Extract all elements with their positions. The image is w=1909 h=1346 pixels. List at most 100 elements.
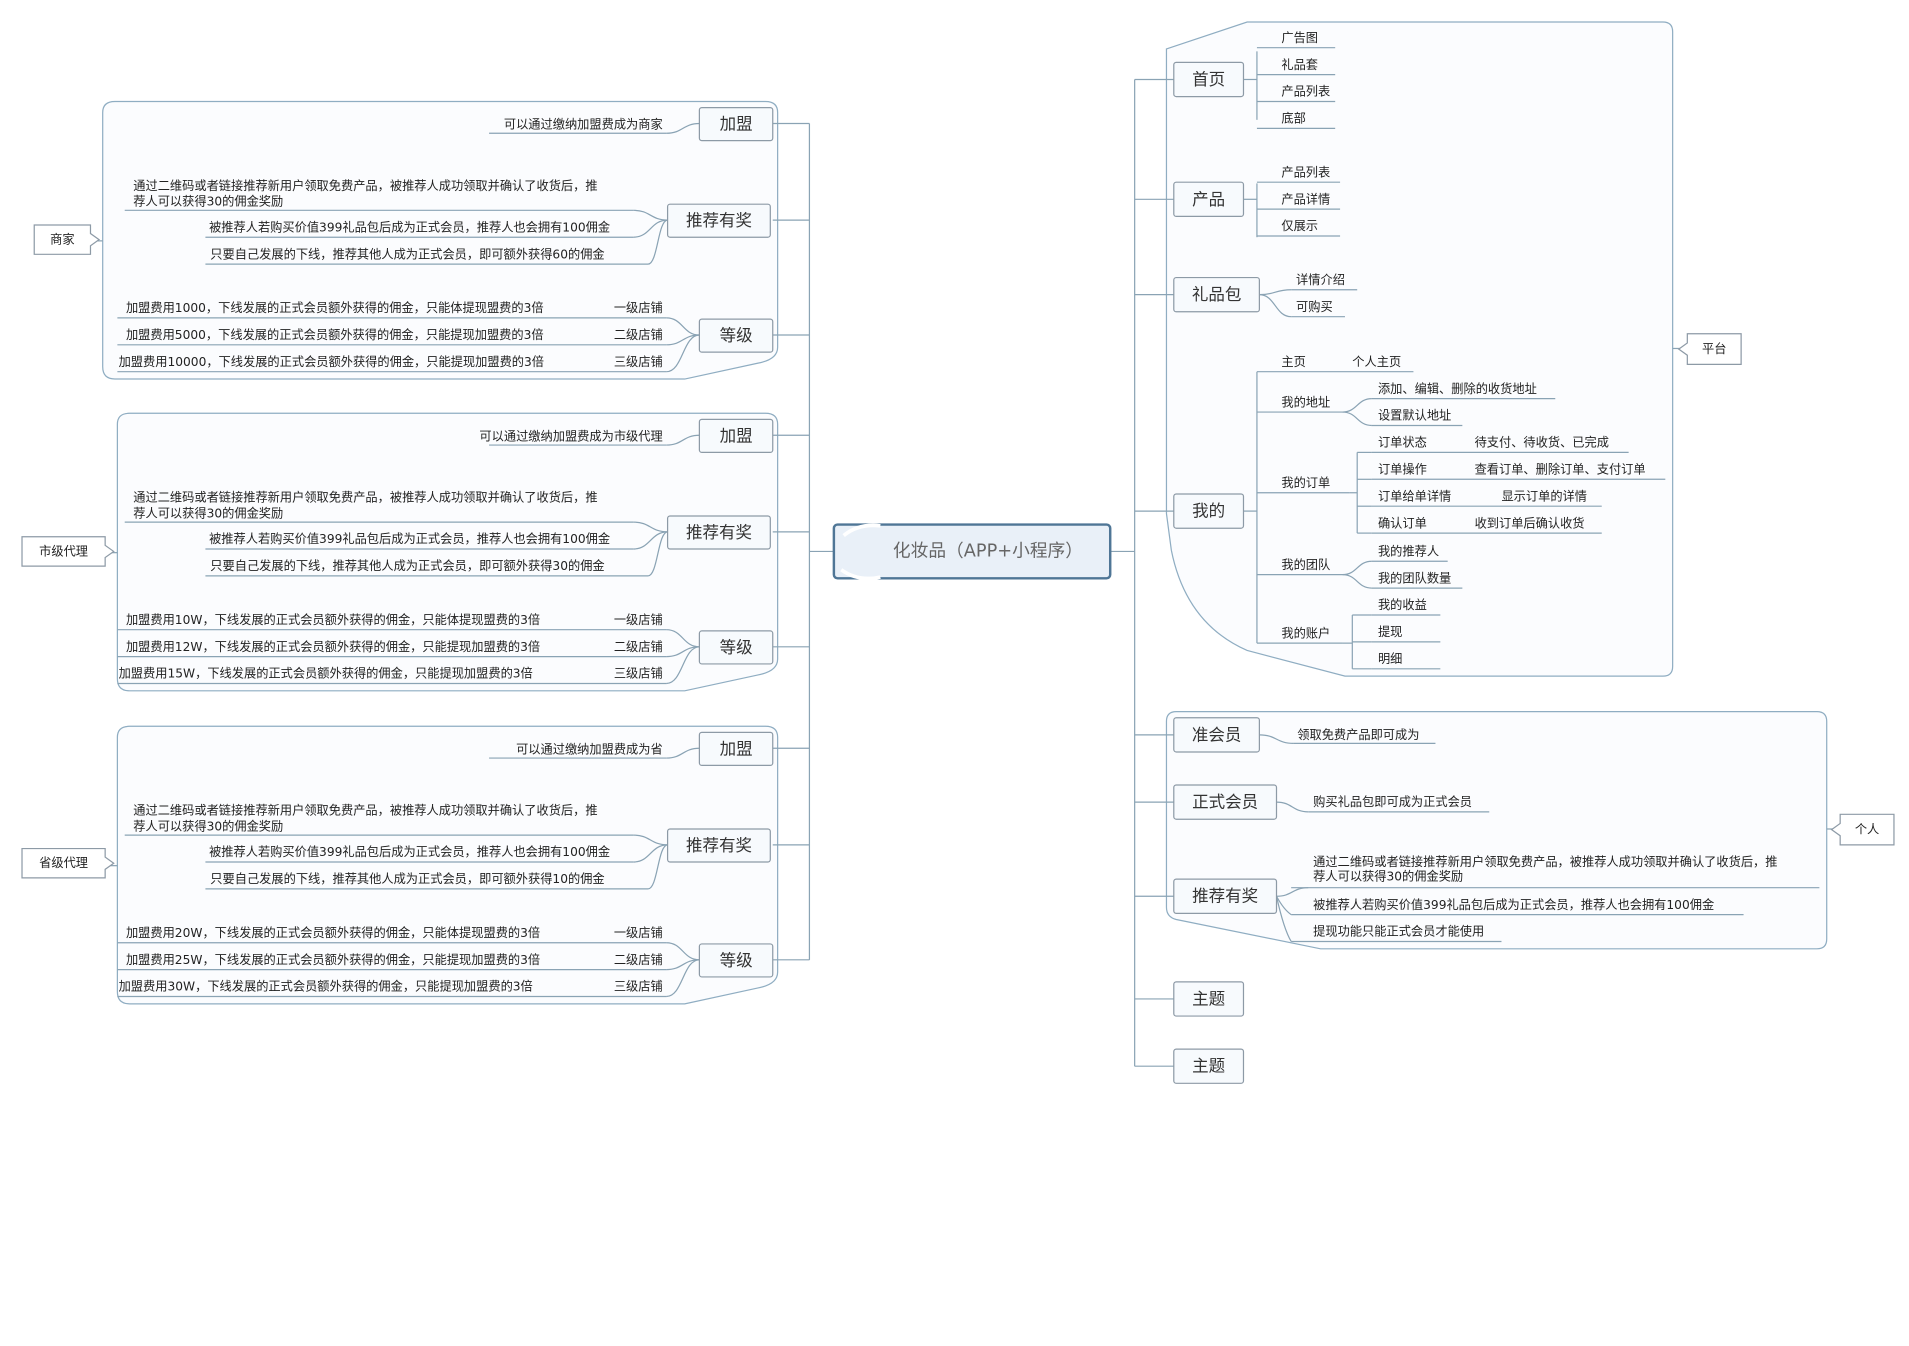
merchant-reward-node[interactable]: 推荐有奖 xyxy=(666,203,771,238)
city-agent-tag-label: 市级代理 xyxy=(39,543,88,558)
pre-member-node-label: 准会员 xyxy=(1192,725,1242,744)
personal-tag[interactable]: 个人 xyxy=(1830,813,1895,846)
home-leaf-3[interactable]: 产品列表 xyxy=(1281,85,1330,99)
mindmap-svg: 化妆品（APP+小程序）加盟可以通过缴纳加盟费成为商家推荐有奖通过二维码或者链接… xyxy=(21,21,1895,1084)
central-topic[interactable]: 化妆品（APP+小程序） xyxy=(832,523,1112,581)
referral-node[interactable]: 推荐有奖 xyxy=(1173,878,1278,914)
home-leaf-1[interactable]: 广告图 xyxy=(1281,31,1318,45)
province-agent-reward-node[interactable]: 推荐有奖 xyxy=(666,828,771,863)
merchant-tag-label: 商家 xyxy=(50,232,74,247)
full-member-note-edge xyxy=(1276,801,1309,813)
merchant-level-shop-2: 二级店铺 xyxy=(614,328,663,342)
mine-account-label[interactable]: 我的账户 xyxy=(1281,625,1330,640)
province-agent-tag[interactable]: 省级代理 xyxy=(21,847,115,879)
merchant-reward-node-box xyxy=(666,203,771,238)
province-agent-join-note-edge xyxy=(666,747,700,759)
province-agent-join-node-label: 加盟 xyxy=(720,739,753,758)
mine-homepage-label[interactable]: 主页 xyxy=(1281,355,1305,369)
account-leaf-1[interactable]: 我的收益 xyxy=(1378,597,1427,612)
home-node-box xyxy=(1173,61,1245,98)
order-key-4[interactable]: 确认订单 xyxy=(1378,516,1427,530)
topic-node-1-label: 主题 xyxy=(1192,989,1225,1008)
province-agent-level-edge-3 xyxy=(666,959,700,998)
gift-package-node[interactable]: 礼品包 xyxy=(1173,276,1260,313)
merchant-level-edge-3 xyxy=(666,334,700,373)
province-agent-join-node[interactable]: 加盟 xyxy=(698,731,774,767)
product-leaf-1[interactable]: 产品列表 xyxy=(1281,165,1330,179)
province-agent-level-row-2: 加盟费用25W，下线发展的正式会员额外获得的佣金，只能提现加盟费的3倍 xyxy=(126,952,540,967)
order-key-3[interactable]: 订单给单详情 xyxy=(1378,488,1451,503)
merchant-level-node[interactable]: 等级 xyxy=(698,318,774,353)
city-agent-join-node[interactable]: 加盟 xyxy=(698,418,774,454)
platform-boundary xyxy=(1165,21,1674,677)
full-member-node[interactable]: 正式会员 xyxy=(1173,784,1278,820)
address-leaf-1[interactable]: 添加、编辑、删除的收货地址 xyxy=(1378,381,1537,396)
product-leaf-3[interactable]: 仅展示 xyxy=(1281,219,1318,233)
mine-node[interactable]: 我的 xyxy=(1173,493,1245,529)
product-node[interactable]: 产品 xyxy=(1173,181,1245,218)
platform-tag[interactable]: 平台 xyxy=(1677,333,1742,365)
merchant-join-node[interactable]: 加盟 xyxy=(698,106,774,142)
city-agent-level-row-2: 加盟费用12W，下线发展的正式会员额外获得的佣金，只能提现加盟费的3倍 xyxy=(126,639,540,654)
city-agent-level-node[interactable]: 等级 xyxy=(698,630,774,665)
merchant-tag[interactable]: 商家 xyxy=(33,224,101,255)
account-leaf-2[interactable]: 提现 xyxy=(1378,624,1402,639)
province-agent-level-row-3: 加盟费用30W，下线发展的正式会员额外获得的佣金，只能提现加盟费的3倍 xyxy=(119,979,533,994)
home-node[interactable]: 首页 xyxy=(1173,61,1245,98)
pre-member-node-box xyxy=(1173,717,1260,753)
gift-leaf-1[interactable]: 详情介绍 xyxy=(1296,272,1345,287)
team-leaf-1[interactable]: 我的推荐人 xyxy=(1378,543,1439,558)
product-leaf-2[interactable]: 产品详情 xyxy=(1281,191,1330,206)
home-leaf-2[interactable]: 礼品套 xyxy=(1281,57,1318,72)
mine-node-box xyxy=(1173,493,1245,529)
merchant-level-shop-1: 一级店铺 xyxy=(614,301,663,315)
topic-node-2[interactable]: 主题 xyxy=(1173,1048,1245,1084)
merchant-reward-line-2: 被推荐人若购买价值399礼品包后成为正式会员，推荐人也会拥有100佣金 xyxy=(209,219,610,234)
full-member-node-label: 正式会员 xyxy=(1192,793,1258,812)
gift-package-node-box xyxy=(1173,276,1260,313)
address-leaf-2[interactable]: 设置默认地址 xyxy=(1378,408,1451,423)
referral-line-1a: 通过二维码或者链接推荐新用户领取免费产品，被推荐人成功领取并确认了收货后，推 xyxy=(1313,854,1777,869)
province-agent-join-node-box xyxy=(698,731,774,767)
team-leaf-2[interactable]: 我的团队数量 xyxy=(1378,570,1451,585)
account-leaf-3[interactable]: 明细 xyxy=(1378,652,1402,666)
city-agent-reward-edge-3 xyxy=(647,531,668,577)
merchant-reward-line-1b: 荐人可以获得30的佣金奖励 xyxy=(133,194,283,209)
city-agent-tag[interactable]: 市级代理 xyxy=(21,536,115,567)
pre-member-node[interactable]: 准会员 xyxy=(1173,717,1260,753)
city-agent-level-shop-1: 一级店铺 xyxy=(614,613,663,627)
gift-leaf-2[interactable]: 可购买 xyxy=(1296,299,1333,314)
city-agent-reward-node[interactable]: 推荐有奖 xyxy=(666,515,771,550)
home-leaf-4[interactable]: 底部 xyxy=(1281,111,1305,126)
city-agent-reward-line-1a: 通过二维码或者链接推荐新用户领取免费产品，被推荐人成功领取并确认了收货后，推 xyxy=(133,490,597,505)
city-agent-join-note: 可以通过缴纳加盟费成为市级代理 xyxy=(479,429,662,444)
merchant-reward-line-3: 只要自己发展的下线，推荐其他人成为正式会员，即可额外获得60的佣金 xyxy=(210,246,604,261)
order-value-3: 显示订单的详情 xyxy=(1501,488,1587,503)
province-agent-level-shop-2: 二级店铺 xyxy=(614,953,663,967)
merchant-level-node-label: 等级 xyxy=(720,326,753,345)
topic-node-1-box xyxy=(1173,981,1245,1017)
province-agent-level-node[interactable]: 等级 xyxy=(698,943,774,978)
personal-tag-label: 个人 xyxy=(1855,823,1879,837)
order-value-1: 待支付、待收货、已完成 xyxy=(1475,435,1609,450)
order-key-1[interactable]: 订单状态 xyxy=(1378,436,1427,450)
order-key-2[interactable]: 订单操作 xyxy=(1378,462,1427,477)
city-agent-level-shop-2: 二级店铺 xyxy=(614,640,663,654)
city-agent-reward-node-box xyxy=(666,515,771,550)
merchant-join-note: 可以通过缴纳加盟费成为商家 xyxy=(504,117,663,132)
topic-node-2-box xyxy=(1173,1048,1245,1084)
topic-node-1[interactable]: 主题 xyxy=(1173,981,1245,1017)
mine-team-label[interactable]: 我的团队 xyxy=(1281,557,1330,572)
referral-edge-3 xyxy=(1275,896,1292,942)
mine-homepage-value[interactable]: 个人主页 xyxy=(1352,355,1401,369)
city-agent-boundary xyxy=(116,412,779,692)
province-agent-reward-line-1a: 通过二维码或者链接推荐新用户领取免费产品，被推荐人成功领取并确认了收货后，推 xyxy=(133,803,597,818)
mine-address-label[interactable]: 我的地址 xyxy=(1281,394,1330,409)
mine-orders-label[interactable]: 我的订单 xyxy=(1281,475,1330,490)
product-node-label: 产品 xyxy=(1192,190,1225,209)
full-member-node-box xyxy=(1173,784,1278,820)
province-agent-tag-label: 省级代理 xyxy=(39,856,88,870)
pre-member-note: 领取免费产品即可成为 xyxy=(1297,727,1419,742)
province-agent-tag-shape xyxy=(21,847,115,879)
